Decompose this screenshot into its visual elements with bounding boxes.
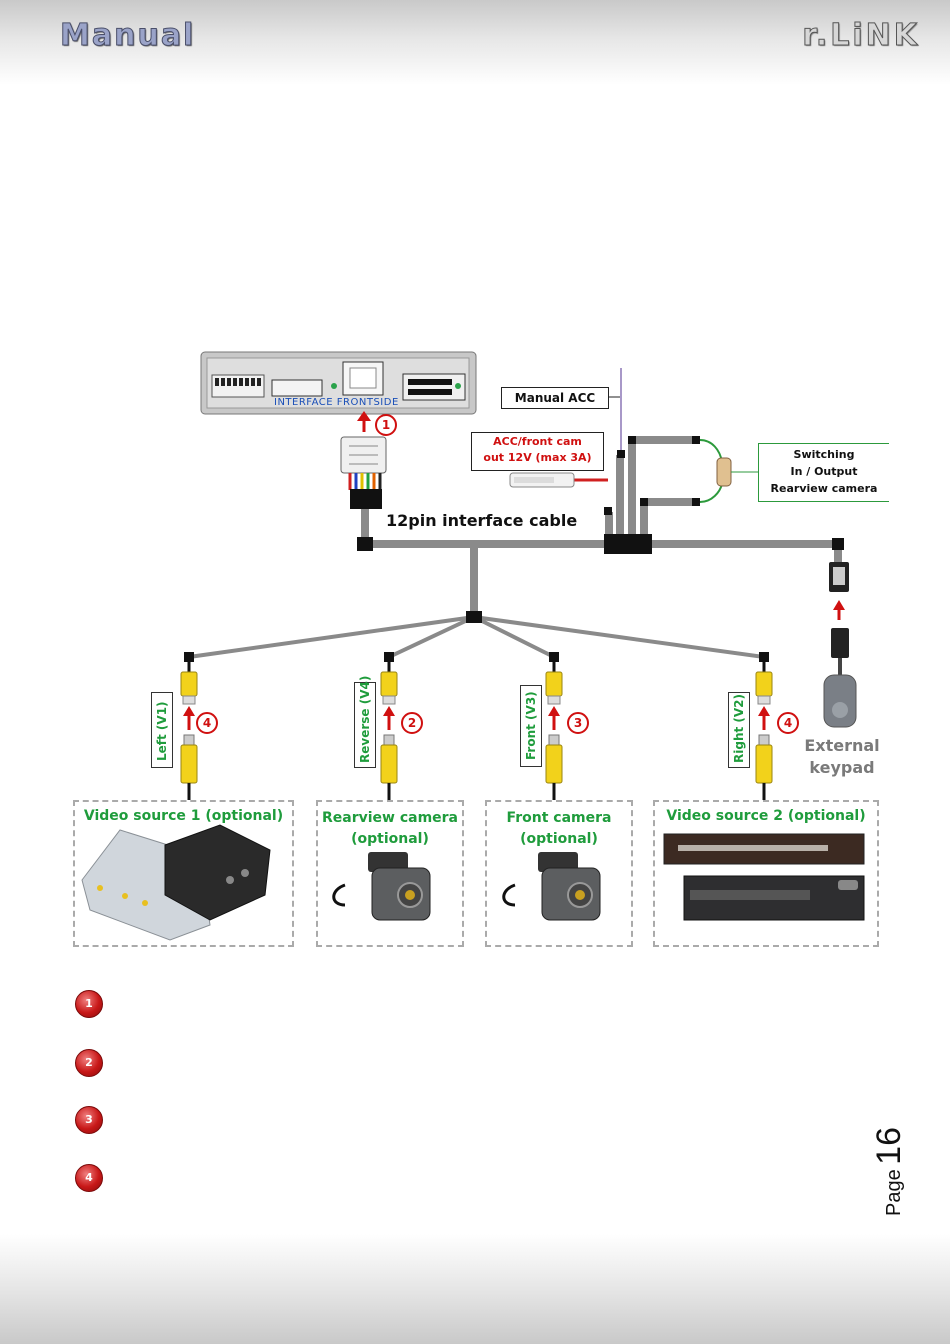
marker-2: 2 — [401, 712, 423, 734]
manual-acc-label: Manual ACC — [501, 387, 609, 409]
marker-4-left: 4 — [196, 712, 218, 734]
video-source-1-picture — [81, 824, 271, 941]
switching-line2: In / Output — [790, 465, 858, 478]
interface-module — [200, 351, 477, 415]
interface-frontside-label: INTERFACE FRONTSIDE — [274, 397, 399, 408]
external-keypad-label: External keypad — [796, 735, 888, 779]
video-source-2-picture — [663, 833, 865, 921]
front-camera-line2: (optional) — [520, 831, 598, 847]
acc-front-cam-line2: out 12V (max 3A) — [483, 451, 592, 464]
rlink-logo: r.LiNK — [802, 18, 920, 54]
legend-marker-1: 1 — [75, 990, 103, 1018]
keypad-line1: External — [804, 736, 880, 755]
input-label-reverse: Reverse (V4) — [354, 676, 376, 768]
input-label-front: Front (V3) — [520, 685, 542, 767]
input-label-front-text: Front (V3) — [524, 691, 538, 760]
footer-band — [0, 1234, 950, 1344]
video-source-2-box — [653, 800, 879, 947]
legend-marker-4: 4 — [75, 1164, 103, 1192]
switching-line1: Switching — [793, 448, 855, 461]
front-camera-caption: Front camera (optional) — [485, 808, 633, 850]
legend-marker-2: 2 — [75, 1049, 103, 1077]
marker-3: 3 — [567, 712, 589, 734]
rearview-camera-box — [316, 800, 464, 947]
video-source-1-caption: Video source 1 (optional) — [83, 808, 284, 824]
page-number-value: 16 — [870, 1127, 908, 1165]
input-label-left: Left (V1) — [151, 692, 173, 768]
rca-set-reverse — [380, 662, 398, 800]
rca-set-right — [755, 662, 773, 800]
front-camera-picture — [502, 852, 601, 921]
input-label-reverse-text: Reverse (V4) — [358, 675, 372, 763]
input-label-right: Right (V2) — [728, 692, 750, 768]
cable-label: 12pin interface cable — [386, 511, 578, 530]
rearview-camera-caption: Rearview camera (optional) — [316, 808, 464, 850]
page-number: Page 16 — [870, 1127, 930, 1220]
front-camera-box — [485, 800, 633, 947]
acc-front-cam-line1: ACC/front cam — [493, 435, 582, 448]
front-camera-line1: Front camera — [506, 810, 612, 826]
rearview-camera-line2: (optional) — [351, 831, 429, 847]
input-label-right-text: Right (V2) — [732, 693, 746, 763]
marker-1: 1 — [375, 414, 397, 436]
video-source-2-caption: Video source 2 (optional) — [666, 808, 866, 824]
manual-logo: Manual — [59, 18, 196, 54]
acc-front-cam-label: ACC/front cam out 12V (max 3A) — [471, 432, 604, 471]
legend-marker-3: 3 — [75, 1106, 103, 1134]
page-word: Page — [883, 1169, 905, 1216]
header-band — [0, 0, 950, 85]
rca-set-front — [545, 662, 563, 800]
video-source-1-box — [73, 800, 294, 947]
rca-set-left — [180, 662, 198, 800]
switching-label: Switching In / Output Rearview camera — [758, 443, 889, 502]
marker-4-right: 4 — [777, 712, 799, 734]
switching-line3: Rearview camera — [770, 482, 878, 495]
rearview-camera-line1: Rearview camera — [321, 810, 459, 826]
input-label-left-text: Left (V1) — [155, 701, 169, 761]
rearview-camera-picture — [332, 852, 431, 921]
keypad-line2: keypad — [809, 758, 875, 777]
